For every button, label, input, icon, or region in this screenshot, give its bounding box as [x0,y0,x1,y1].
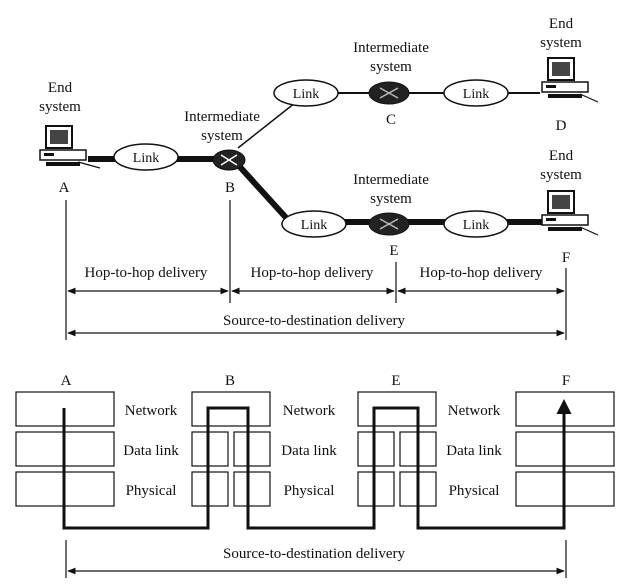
router-icon [379,87,399,99]
layer-box-datalink-out [233,431,271,467]
hop-label-1: Hop-to-hop delivery [85,265,208,281]
col-label-b: B [225,373,235,389]
link-b-c: Link [273,79,339,107]
layer-label-network-2: Network [283,403,336,419]
computer-a [39,125,101,169]
router-b [212,149,246,171]
node-e-line2: system [370,191,412,207]
layer-label-network-3: Network [448,403,501,419]
layer-box-physical-in [357,471,395,507]
layer-box-datalink-in [191,431,229,467]
link-label: Link [463,218,489,233]
node-f-line1: End [549,148,574,164]
node-e-letter: E [389,243,398,259]
keyboard-icon [548,94,582,98]
router-icon [379,218,399,230]
source-dest-label-top: Source-to-destination delivery [223,313,406,329]
node-e-line1: Intermediate [353,172,429,188]
node-d-line2: system [540,35,582,51]
layer-label-network-1: Network [125,403,178,419]
col-label-a: A [61,373,72,389]
stack-b [191,391,271,507]
node-a-letter: A [59,180,70,196]
layer-label-datalink-1: Data link [123,443,179,459]
node-a-line2: system [39,99,81,115]
col-label-f: F [562,373,570,389]
hop-label-2: Hop-to-hop delivery [251,265,374,281]
node-a-line1: End [48,80,73,96]
computer-f [541,190,599,236]
computer-d [541,57,599,103]
router-c [368,81,410,105]
layer-label-datalink-2: Data link [281,443,337,459]
keyboard-icon [46,162,80,166]
link-label: Link [463,87,489,102]
link-label: Link [293,87,319,102]
link-c-d: Link [443,79,509,107]
stack-e [357,391,437,507]
node-c-letter: C [386,112,396,128]
node-b-letter: B [225,180,235,196]
node-c-line2: system [370,59,412,75]
link-a-b: Link [113,143,179,171]
node-b-line2: system [201,128,243,144]
node-b-line1: Intermediate [184,109,260,125]
node-f-line2: system [540,167,582,183]
link-e-f: Link [443,210,509,238]
link-label: Link [301,218,327,233]
router-e [368,212,410,236]
link-ellipses: Link Link Link Link Link [113,79,509,238]
hop-arrows [67,287,565,337]
layer-box-physical-out [233,471,271,507]
layer-box-datalink-in [357,431,395,467]
keyboard-icon [548,227,582,231]
data-path [62,399,572,530]
delivery-markers [65,200,567,340]
col-label-e: E [391,373,400,389]
layer-label-physical-3: Physical [449,483,500,499]
bottom-delivery-markers [65,540,567,578]
node-d-line1: End [549,16,574,32]
desktop-case-icon [541,214,589,226]
desktop-case-icon [39,149,87,161]
desktop-case-icon [541,81,589,93]
layer-label-physical-2: Physical [284,483,335,499]
node-d-letter: D [556,118,567,134]
link-label: Link [133,151,159,166]
router-icon [220,154,238,166]
source-dest-label-bottom: Source-to-destination delivery [223,546,406,562]
node-f-letter: F [562,250,570,266]
hop-label-3: Hop-to-hop delivery [420,265,543,281]
link-b-e: Link [281,210,347,238]
layer-box-physical-in [191,471,229,507]
node-labels: End system A Intermediate system B Inter… [39,16,582,266]
node-c-line1: Intermediate [353,40,429,56]
layer-label-datalink-3: Data link [446,443,502,459]
layer-label-physical-1: Physical [126,483,177,499]
